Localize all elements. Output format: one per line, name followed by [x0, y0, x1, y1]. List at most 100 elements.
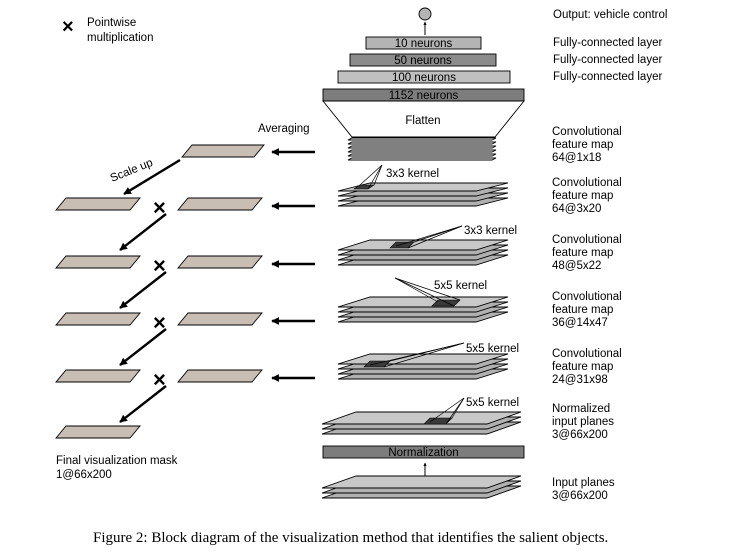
receptive-line [413, 225, 463, 243]
final-visualization-mask [55, 425, 141, 439]
feature-plane [321, 475, 522, 489]
desc-0-l2: feature map [552, 139, 613, 151]
averaged-map [181, 144, 265, 158]
scaled-map-4 [55, 369, 141, 383]
fc-bar-1152-text: 1152 neurons [389, 90, 459, 102]
desc-4-l2: feature map [552, 361, 613, 373]
output-circle [418, 7, 432, 21]
scale-up-arrow-3 [119, 271, 167, 309]
averaged-feature-map-2 [177, 255, 263, 269]
thin-plane [347, 137, 497, 141]
desc-2-l2: feature map [552, 247, 613, 259]
averaged-feature-map-3 [177, 312, 263, 326]
scale-up-arrow-1 [123, 158, 181, 196]
fc-stack: 10 neurons 50 neurons 100 neurons 1152 n… [322, 36, 662, 102]
receptive-line [373, 164, 383, 186]
legend: × Pointwise multiplication [62, 16, 153, 44]
fc-desc-2: Fully-connected layer [553, 54, 662, 66]
thin-plane [347, 153, 497, 157]
scale-up-arrow-4 [119, 328, 167, 366]
final-mask-line2: 1@66x200 [56, 469, 112, 481]
thin-plane [347, 141, 497, 145]
thin-plane [347, 149, 497, 153]
input-label-line2: 3@66x200 [552, 490, 608, 502]
fc-bar-50-text: 50 neurons [394, 55, 452, 67]
desc-0-l1: Convolutional [552, 126, 622, 138]
flatten-label: Flatten [405, 115, 440, 127]
layer-descriptions: Convolutional feature map 64@1x18 Convol… [552, 126, 622, 441]
multiply-icon-2: × [153, 253, 166, 278]
desc-5-l2: input planes [552, 416, 614, 428]
output-node: Output: vehicle control [418, 7, 667, 35]
desc-3-l3: 36@14x47 [552, 317, 608, 329]
fc-bar-10 [365, 36, 482, 50]
fc-bar-100-text: 100 neurons [392, 72, 456, 84]
kernel-label-2: 3x3 kernel [464, 225, 517, 237]
output-label: Output: vehicle control [553, 9, 667, 21]
stack-48x5x22 [337, 239, 509, 266]
feature-plane [337, 239, 509, 251]
desc-1-l2: feature map [552, 190, 613, 202]
scale-up-arrow-2 [119, 213, 167, 251]
scaled-map-1 [55, 197, 141, 211]
desc-3-l2: feature map [552, 304, 613, 316]
fc-bar-50 [349, 53, 497, 67]
kernel-labels: 3x3 kernel 3x3 kernel 5x5 kernel 5x5 ker… [386, 168, 519, 409]
fc-desc-1: Fully-connected layer [553, 37, 662, 49]
receptive-line [359, 164, 383, 186]
scaled-map-3 [55, 312, 141, 326]
stack-normalized-input [321, 411, 522, 435]
feature-plane [321, 411, 522, 425]
kernel-label-3: 5x5 kernel [434, 280, 487, 292]
flatten-block: Flatten [322, 100, 525, 138]
legend-line2: multiplication [87, 32, 153, 44]
receptive-line [445, 397, 465, 425]
fc-bar-10-text: 10 neurons [395, 38, 453, 50]
stack-36x14x47 [337, 296, 509, 323]
receptive-line [394, 277, 439, 303]
multiply-icon-3: × [153, 310, 166, 335]
scale-up-arrow-5 [119, 385, 167, 423]
figure-caption: Figure 2: Block diagram of the visualiza… [93, 530, 608, 546]
legend-line1: Pointwise [87, 17, 136, 29]
flatten-trapezoid [322, 100, 525, 138]
desc-5-l3: 3@66x200 [552, 429, 608, 441]
averaging-label: Averaging [258, 123, 310, 135]
multiply-symbol-icon: × [62, 16, 74, 38]
averaged-feature-map-1 [177, 197, 263, 211]
stack-input-planes [321, 475, 522, 499]
layer-stacks [321, 137, 522, 499]
kernel-label-5: 5x5 kernel [466, 397, 519, 409]
fc-desc-3: Fully-connected layer [553, 71, 662, 83]
multiply-icon-4: × [153, 367, 166, 392]
multiply-icon-1: × [153, 195, 166, 220]
desc-4-l3: 24@31x98 [552, 374, 608, 386]
desc-2-l3: 48@5x22 [552, 260, 601, 272]
fc-bar-100 [337, 70, 511, 84]
kernel-label-1: 3x3 kernel [386, 168, 439, 180]
scaled-map-2 [55, 255, 141, 269]
visualization-path: × × × × [55, 144, 315, 439]
desc-0-l3: 64@1x18 [552, 152, 601, 164]
receptive-line [389, 342, 465, 362]
stack-24x31x98 [337, 353, 509, 380]
thin-plane [347, 145, 497, 149]
thin-plane [347, 157, 497, 161]
desc-2-l1: Convolutional [552, 234, 622, 246]
desc-5-l1: Normalized [552, 403, 610, 415]
desc-1-l3: 64@3x20 [552, 203, 601, 215]
normalization-label: Normalization [388, 447, 458, 459]
receptive-line [429, 397, 465, 423]
desc-3-l1: Convolutional [552, 291, 622, 303]
kernel-label-4: 5x5 kernel [466, 343, 519, 355]
receptive-line [367, 164, 383, 190]
stack-64x1x18 [347, 137, 497, 161]
input-label-line1: Input planes [552, 477, 615, 489]
receptive-line [394, 277, 455, 307]
feature-plane [337, 182, 509, 192]
normalization-block: Normalization Input planes 3@66x200 [322, 445, 615, 502]
averaged-feature-map-4 [177, 369, 263, 383]
final-mask-line1: Final visualization mask [56, 455, 178, 467]
